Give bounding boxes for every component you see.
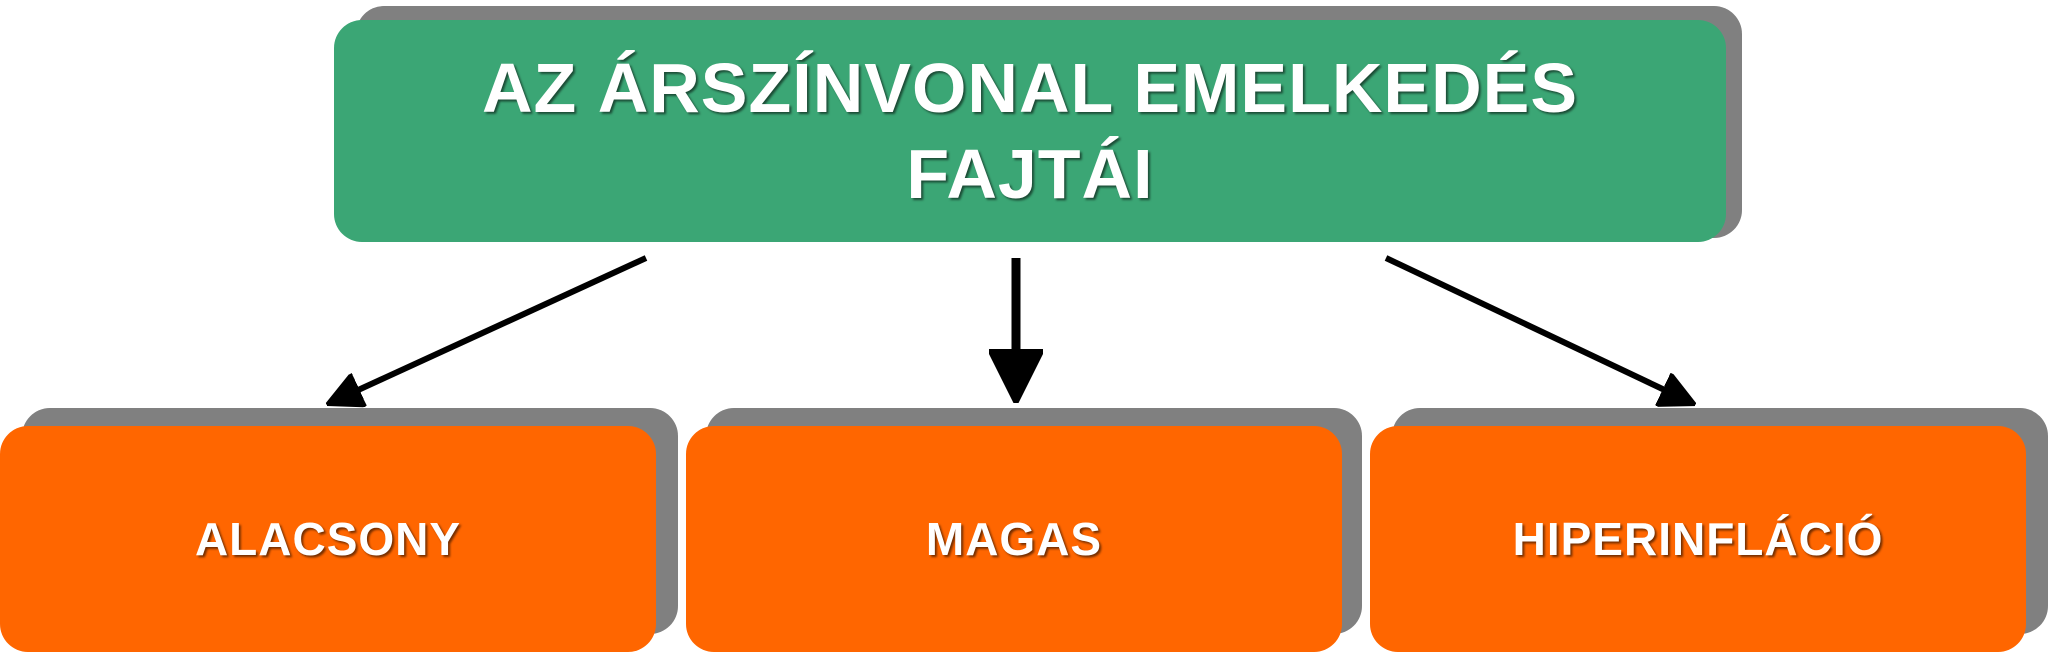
- child-node-magas-label: MAGAS: [925, 513, 1103, 565]
- arrow-to-alacsony: [332, 255, 648, 402]
- child-node-magas: MAGAS: [686, 426, 1342, 652]
- child-node-hiperinflacio-label: HIPERINFLÁCIÓ: [1512, 513, 1884, 565]
- arrow-to-hiperinflacio: [1384, 255, 1690, 402]
- root-title-line2: FAJTÁI: [906, 135, 1154, 213]
- root-node-title: AZ ÁRSZÍNVONAL EMELKEDÉS FAJTÁI: [482, 45, 1578, 217]
- child-node-alacsony: ALACSONY: [0, 426, 656, 652]
- child-node-hiperinflacio: HIPERINFLÁCIÓ: [1370, 426, 2026, 652]
- child-node-alacsony-label: ALACSONY: [194, 513, 462, 565]
- root-node: AZ ÁRSZÍNVONAL EMELKEDÉS FAJTÁI: [334, 20, 1726, 242]
- root-title-line1: AZ ÁRSZÍNVONAL EMELKEDÉS: [481, 49, 1579, 127]
